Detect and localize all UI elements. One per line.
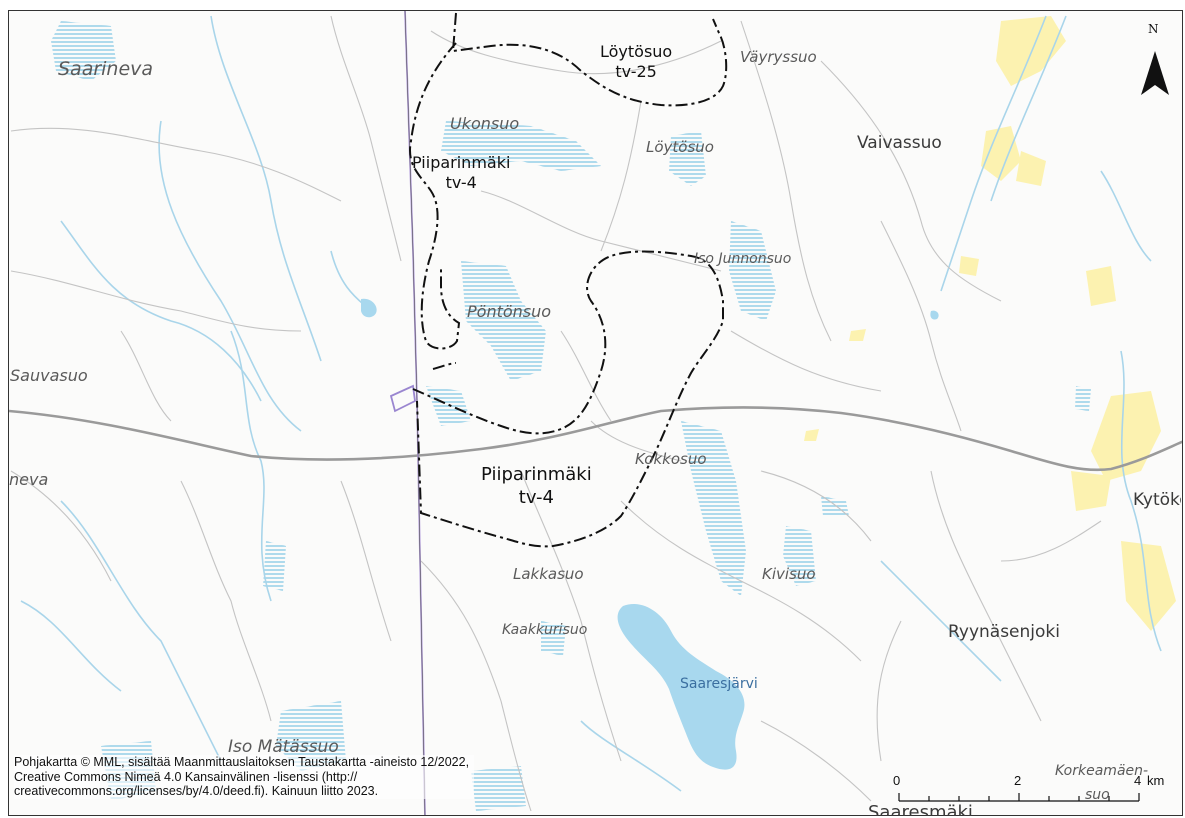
label-korkeamaensuo-line2: suo: [1085, 787, 1110, 803]
minor-roads: [10, 15, 1102, 812]
scale-unit: km: [1147, 773, 1165, 788]
basemap: [9, 11, 1182, 815]
label-vaivassuo: Vaivassuo: [857, 133, 942, 153]
north-arrow: [1141, 51, 1169, 95]
zone-outlines: [409, 12, 728, 548]
bog-areas: [51, 21, 1091, 811]
label-kivisuo: Kivisuo: [762, 565, 816, 583]
scale-label-4: 4: [1134, 773, 1142, 788]
zone-label-loytosuo: Löytösuo tv-25: [600, 42, 672, 82]
north-letter: N: [1148, 22, 1159, 36]
north-arrow-right-icon: [1155, 51, 1169, 95]
label-vayryssuo: Väyryssuo: [740, 48, 817, 66]
rivers: [20, 15, 1162, 792]
zone-piiparinmaki-south-code: tv-4: [518, 486, 554, 508]
boundary-core: [404, 11, 426, 815]
main-road: [9, 406, 1182, 472]
label-iso-junnonsuo: Iso Junnonsuo: [694, 251, 792, 267]
zone-loytosuo-name: Löytösuo: [600, 42, 673, 61]
zone-label-piiparinmaki-south: Piiparinmäki tv-4: [481, 464, 592, 509]
zone-piiparinmaki-north-name: Piiparinmäki: [412, 153, 511, 172]
label-kokkosuo: Kokkosuo: [635, 450, 707, 468]
map-frame[interactable]: [8, 10, 1183, 816]
label-kytoko: Kytökö: [1133, 490, 1181, 510]
label-neva: neva: [9, 470, 49, 489]
label-ryynasenjoki: Ryynäsenjoki: [948, 622, 1060, 642]
label-ukonsuo: Ukonsuo: [450, 114, 520, 133]
label-loytosuo: Löytösuo: [646, 138, 714, 156]
settlement-areas: [804, 16, 1176, 631]
label-saarineva: Saarineva: [58, 58, 154, 80]
lakes: [361, 298, 939, 770]
label-saaresmaki: Saaresmäki: [868, 802, 973, 816]
label-saaresjarvi: Saaresjärvi: [680, 676, 758, 692]
map-attribution: Pohjakartta © MML, sisältää Maanmittausl…: [14, 755, 474, 799]
scale-label-0: 0: [893, 773, 901, 788]
zone-piiparinmaki-south-name: Piiparinmäki: [481, 464, 592, 485]
label-kaakkurisuo: Kaakkurisuo: [502, 622, 588, 638]
label-korkeamaensuo-line1: Korkeamäen-: [1055, 763, 1149, 779]
north-arrow-left-icon: [1141, 51, 1155, 95]
label-iso-matassuo: Iso Mätässuo: [228, 737, 339, 757]
municipal-boundary: [389, 11, 426, 815]
zone-piiparinmaki-north-code: tv-4: [445, 173, 477, 192]
zone-label-piiparinmaki-north: Piiparinmäki tv-4: [412, 153, 510, 193]
zone-loytosuo-code: tv-25: [615, 62, 657, 81]
label-pontonsuo: Pöntönsuo: [467, 302, 552, 321]
label-lakkasuo: Lakkasuo: [513, 565, 584, 583]
label-sauvasuo: Sauvasuo: [10, 366, 88, 385]
scale-bar[interactable]: [898, 793, 1140, 802]
scale-label-2: 2: [1014, 773, 1022, 788]
